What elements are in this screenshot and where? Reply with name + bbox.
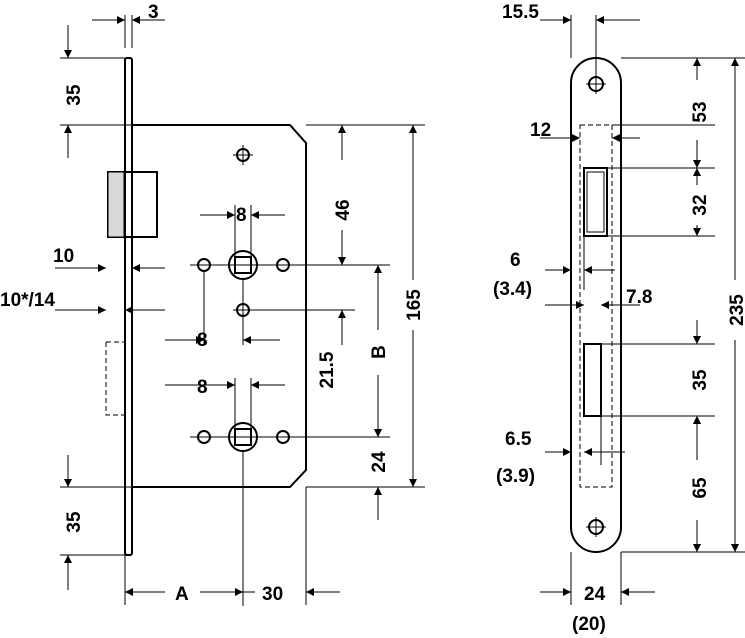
dim-top-offset: 35 — [64, 84, 85, 106]
dim-bottom-to-bolt: 65 — [690, 477, 711, 499]
dim-top-to-latch: 53 — [690, 101, 711, 122]
front-extension-lines — [60, 15, 425, 605]
dim-backset-a: A — [175, 584, 189, 605]
dim-hole-spacing: 8 — [197, 330, 208, 351]
dim-latch-depth: 6 — [510, 250, 521, 271]
dim-latch-offset: 10 — [53, 246, 74, 267]
spindle-follower — [190, 250, 296, 280]
dim-spindle-square-top: 8 — [236, 205, 247, 226]
dim-bolt-offset: 10*/14 — [0, 290, 55, 311]
dim-bolt-depth-alt: (3.9) — [496, 466, 535, 487]
dim-plate-width: 24 — [584, 584, 606, 605]
dim-bottom-to-key: 24 — [369, 451, 390, 473]
front-faceplate — [124, 57, 133, 556]
side-case-outline — [579, 124, 613, 488]
dim-faceplate-thickness: 3 — [148, 2, 159, 23]
dim-case-height: 165 — [404, 289, 425, 321]
side-labels: 15.5 12 6 (3.4) 7.8 6.5 (3.9) 53 32 35 6… — [493, 2, 745, 635]
dim-bottom-offset: 35 — [64, 511, 85, 533]
bolt-opening — [583, 343, 602, 417]
dim-plate-height: 235 — [727, 294, 745, 326]
dim-latch-inset: 12 — [530, 120, 551, 141]
dim-spindle-to-hole: 21.5 — [317, 351, 338, 388]
side-screw-bottom — [586, 517, 606, 537]
side-extension-lines — [570, 15, 745, 605]
dim-distance-b: B — [369, 345, 390, 359]
latch-opening — [583, 167, 608, 237]
front-labels: 3 35 35 10 10*/14 8 8 8 46 21.5 B 24 165… — [0, 2, 425, 605]
front-dimension-lines — [55, 16, 417, 596]
dim-top-to-spindle: 46 — [333, 199, 354, 220]
dim-bolt-width: 7.8 — [626, 287, 652, 308]
side-dimension-lines — [540, 16, 739, 596]
dim-latch-height: 32 — [690, 194, 711, 215]
key-square — [190, 422, 296, 452]
lock-case — [132, 124, 307, 488]
dim-bolt-depth: 6.5 — [505, 429, 532, 450]
dim-bolt-height: 35 — [690, 369, 711, 391]
dim-plate-width-alt: (20) — [572, 614, 606, 635]
dim-case-depth: 30 — [262, 584, 283, 605]
dim-plate-half-width: 15.5 — [502, 2, 539, 23]
dim-spindle-square-bottom: 8 — [197, 377, 208, 398]
dead-bolt-outline — [105, 341, 125, 416]
dim-latch-depth-alt: (3.4) — [493, 279, 532, 300]
